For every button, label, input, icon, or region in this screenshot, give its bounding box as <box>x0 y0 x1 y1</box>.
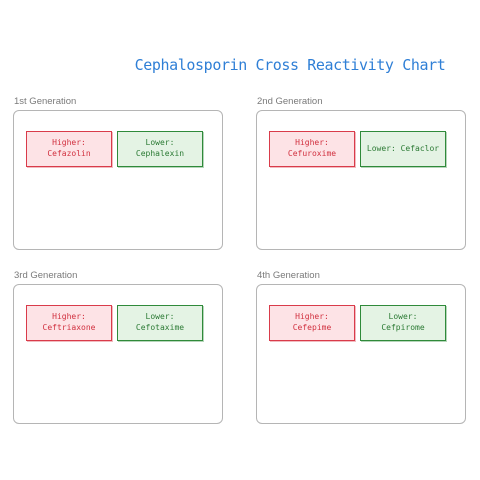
higher-risk-text-4th: Higher: Cefepime <box>292 312 332 332</box>
lower-risk-text-1st: Lower: Cephalexin <box>135 138 185 158</box>
higher-risk-box-1st: Higher: Cefazolin <box>26 131 112 167</box>
generation-panel-3rd: Higher: Ceftriaxone Lower: Cefotaxime <box>13 284 223 424</box>
lower-risk-box-3rd: Lower: Cefotaxime <box>117 305 203 341</box>
higher-risk-text-2nd: Higher: Cefuroxime <box>287 138 337 158</box>
higher-risk-text-3rd: Higher: Ceftriaxone <box>42 312 96 332</box>
generation-label-2nd: 2nd Generation <box>257 96 323 107</box>
higher-risk-box-2nd: Higher: Cefuroxime <box>269 131 355 167</box>
generation-panel-1st: Higher: Cefazolin Lower: Cephalexin <box>13 110 223 250</box>
generation-panel-2nd: Higher: Cefuroxime Lower: Cefaclor <box>256 110 466 250</box>
lower-risk-box-1st: Lower: Cephalexin <box>117 131 203 167</box>
generation-label-1st: 1st Generation <box>14 96 77 107</box>
lower-risk-text-3rd: Lower: Cefotaxime <box>135 312 185 332</box>
generation-label-4th: 4th Generation <box>257 270 320 281</box>
generation-panel-4th: Higher: Cefepime Lower: Cefpirome <box>256 284 466 424</box>
higher-risk-box-4th: Higher: Cefepime <box>269 305 355 341</box>
generation-label-3rd: 3rd Generation <box>14 270 78 281</box>
lower-risk-text-2nd: Lower: Cefaclor <box>366 143 440 153</box>
lower-risk-box-4th: Lower: Cefpirome <box>360 305 446 341</box>
lower-risk-box-2nd: Lower: Cefaclor <box>360 131 446 167</box>
higher-risk-box-3rd: Higher: Ceftriaxone <box>26 305 112 341</box>
higher-risk-text-1st: Higher: Cefazolin <box>47 138 91 158</box>
lower-risk-text-4th: Lower: Cefpirome <box>381 312 425 332</box>
chart-title: Cephalosporin Cross Reactivity Chart <box>134 56 446 74</box>
